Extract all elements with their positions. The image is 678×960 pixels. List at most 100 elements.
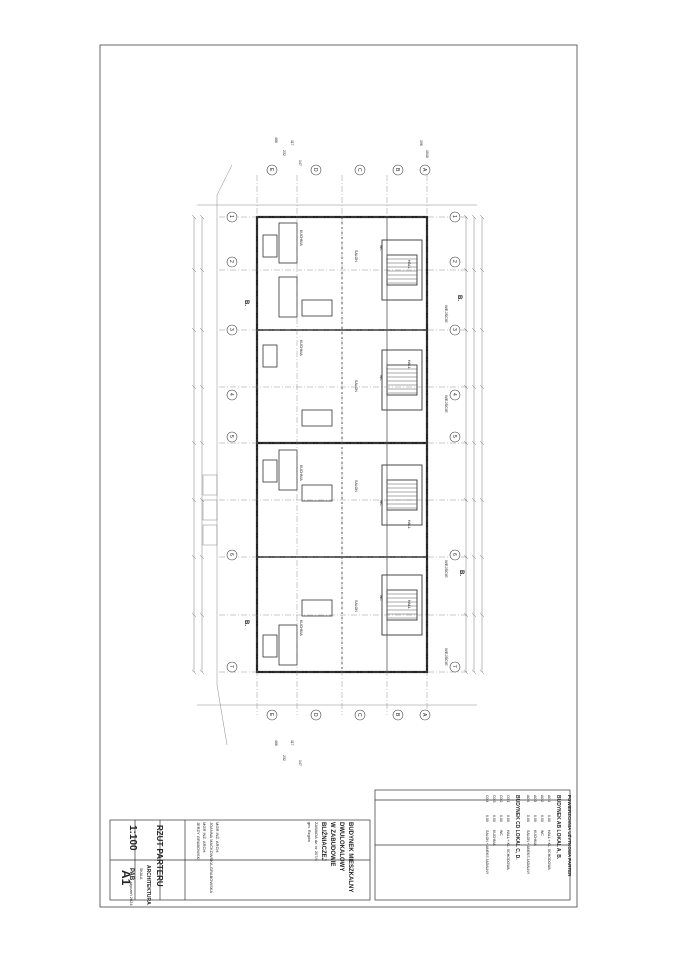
dimension-tick [471, 214, 477, 220]
dimension-tick [479, 497, 485, 503]
area-table-room: HALL + KL. SCHODOWA [506, 830, 510, 870]
designer-line: JOANNA MAĆKOWSKA-GRABOWSKA [209, 822, 214, 893]
grid-bubble [310, 709, 322, 721]
grid-bubble [226, 661, 238, 673]
dimension-tick [199, 440, 205, 446]
dimension-tick [471, 554, 477, 560]
area-table-value: 0,00 [485, 815, 489, 822]
scale-label: SKALA [139, 868, 143, 880]
grid-letter: A [421, 168, 427, 172]
grid-bubble [449, 661, 461, 673]
dimension-tick [199, 327, 205, 333]
grid-number: 6 [228, 553, 234, 556]
dimension-tick [463, 497, 469, 503]
grid-number: 2 [228, 260, 234, 263]
grid-number: 2 [451, 260, 457, 263]
dimension-tick [463, 554, 469, 560]
grid-bubble [419, 164, 431, 176]
area-table-code: A0.4 [526, 795, 530, 802]
grid-letter: E [268, 713, 274, 717]
dimension-text: 147 [298, 160, 302, 166]
grid-bubble [226, 256, 238, 268]
dimension-tick [191, 267, 197, 273]
drawing-title: RZUT PARTERU [155, 825, 164, 887]
grid-number: 3 [451, 328, 457, 331]
dimension-tick [479, 267, 485, 273]
grid-number: 1 [228, 215, 234, 218]
grid-number: 6 [451, 553, 457, 556]
address-line: ZAWADA dz. nr 207/4 [314, 822, 319, 862]
grid-number: 4 [451, 393, 457, 396]
grid-bubble [226, 324, 238, 336]
grid-letter: B [394, 168, 400, 172]
room-label: HALL [407, 600, 411, 609]
dimension-tick [479, 384, 485, 390]
dimension-tick [199, 267, 205, 273]
grid-letter: D [312, 168, 318, 172]
dimension-tick [479, 669, 485, 675]
area-table-value: 0,00 [540, 815, 544, 822]
dimension-tick [199, 612, 205, 618]
grid-letter: E [268, 168, 274, 172]
dimension-tick [471, 327, 477, 333]
area-table-room: WC [540, 830, 544, 836]
dining-tables [262, 234, 278, 658]
dimension-text: 117 [290, 740, 294, 746]
dimension-tick [191, 327, 197, 333]
area-table-room: SALON + ANEKS JADALNY [526, 830, 530, 875]
room-label: SALON [354, 600, 358, 612]
area-table-room: HALL + KL. SCHODOWA [547, 830, 551, 870]
discipline: ARCHITEKTURA [145, 865, 151, 905]
grid-bubble [392, 709, 404, 721]
grid-bubble [449, 256, 461, 268]
dimension-tick [199, 384, 205, 390]
address-line: gm. Rzgów [307, 822, 312, 842]
area-table-room: WC [499, 830, 503, 836]
grid-letter: C [356, 168, 362, 172]
room-label: SALON [354, 250, 358, 262]
room-label: KUCHNIA [299, 465, 303, 481]
grid-bubble [266, 164, 278, 176]
area-table-code: C0.2 [499, 795, 503, 802]
area-table-code: A0.3 [533, 795, 537, 802]
entrance-label: WEJŚCIE [444, 560, 449, 578]
dimension-tick [199, 497, 205, 503]
area-table-code: C0.1 [506, 795, 510, 802]
grid-number: 1 [451, 215, 457, 218]
stage-code: PAB [128, 868, 134, 881]
dimension-tick [471, 267, 477, 273]
room-label: SALON [354, 380, 358, 392]
dimension-tick [463, 612, 469, 618]
grid-number: 4 [228, 393, 234, 396]
checker-line: MGR INŻ. ARCH. [202, 822, 207, 853]
section-mark: B. [456, 295, 462, 301]
dimension-tick [479, 440, 485, 446]
dimension-text: 466 [274, 740, 278, 746]
grid-bubble [392, 164, 404, 176]
grid-number: 3 [228, 328, 234, 331]
grid-number: 5 [451, 435, 457, 438]
grid-bubble [226, 431, 238, 443]
dimension-tick [479, 612, 485, 618]
dimension-tick [471, 384, 477, 390]
grid-number: 7 [228, 665, 234, 668]
dimension-text: 147 [298, 760, 302, 766]
area-table-code: A0.2 [540, 795, 544, 802]
grid-bubble [266, 709, 278, 721]
room-label: WC [379, 375, 383, 381]
grid-letter: C [356, 713, 362, 717]
area-table-code: C0.4 [485, 795, 489, 802]
area-table-value: 0,00 [533, 815, 537, 822]
dimension-tick [471, 612, 477, 618]
dimension-tick [463, 214, 469, 220]
dimension-tick [191, 384, 197, 390]
grid-bubble [354, 164, 366, 176]
dimension-tick [191, 669, 197, 675]
grid-bubble [449, 549, 461, 561]
dimension-tick [479, 554, 485, 560]
living-furniture [301, 299, 333, 617]
dimension-tick [191, 497, 197, 503]
checker-line: JERZY GRABOWSKI [196, 822, 201, 860]
dimension-tick [191, 214, 197, 220]
